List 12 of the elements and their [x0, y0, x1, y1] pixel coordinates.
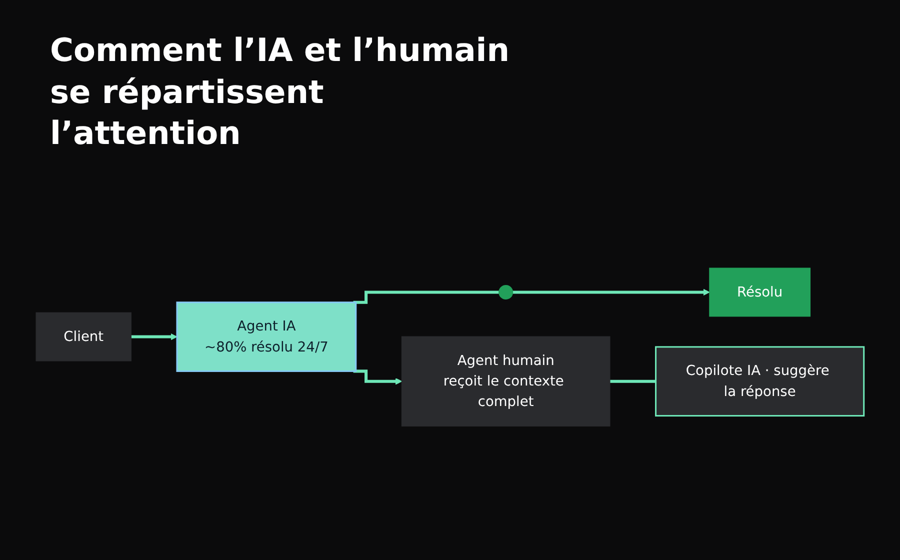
diagram-title: Comment l’IA et l’humain se répartissent l’attention — [50, 30, 511, 154]
arrow — [512, 289, 710, 296]
node-circle — [498, 285, 514, 300]
arrow — [131, 334, 178, 341]
connector — [610, 380, 656, 384]
arrow — [353, 370, 402, 386]
node-box: Client — [36, 312, 132, 362]
node-box: Copilote IA · suggère la réponse — [655, 346, 865, 417]
node-box: Résolu — [709, 268, 811, 318]
node-box: Agent IA ~80% résolu 24/7 — [176, 302, 357, 372]
node-box: Agent humain reçoit le contexte complet — [401, 336, 610, 427]
connector — [353, 291, 499, 304]
